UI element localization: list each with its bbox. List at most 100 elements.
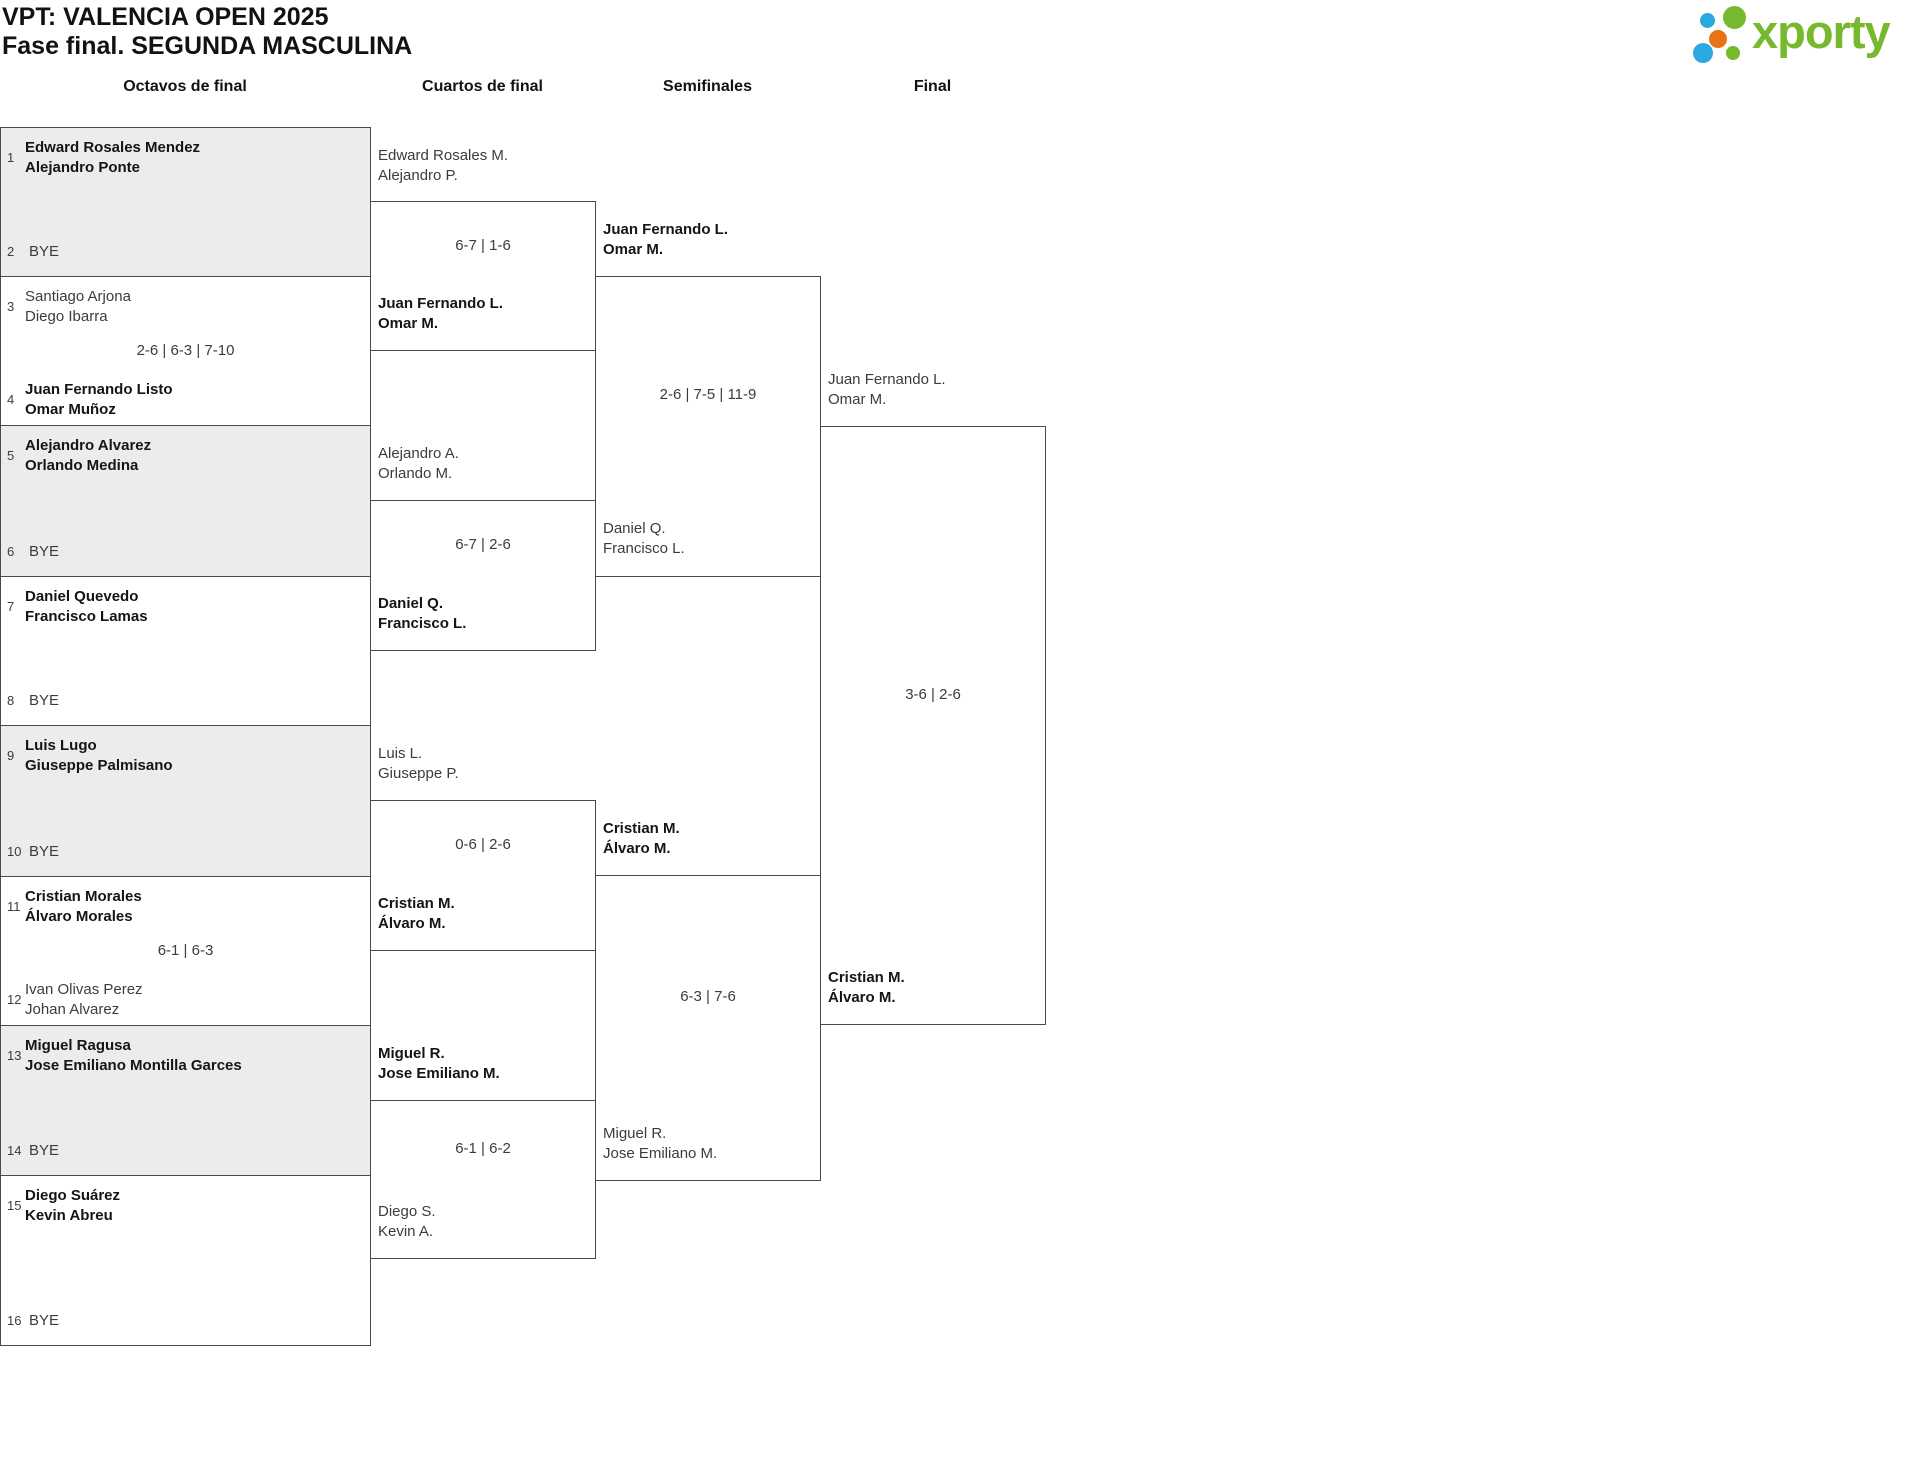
player-name: Juan Fernando L. xyxy=(828,371,946,388)
round-header-semifinales: Semifinales xyxy=(663,78,752,95)
player-name: Juan Fernando Listo xyxy=(25,381,173,398)
match-score: 6-3 | 7-6 xyxy=(680,988,736,1005)
seed-number: 15 xyxy=(7,1198,22,1213)
match-qf-3[interactable] xyxy=(370,800,596,951)
team-slot: Cristian M. Álvaro M. xyxy=(378,894,593,934)
team-slot: Juan Fernando L. Omar M. xyxy=(828,370,1043,410)
player-name: Jose Emiliano M. xyxy=(603,1145,718,1162)
player-name: Diego Suárez xyxy=(25,1187,121,1204)
match-score: 3-6 | 2-6 xyxy=(905,686,961,703)
player-name: Álvaro M. xyxy=(603,840,671,857)
bye-label: BYE xyxy=(29,843,60,860)
logo-dot-orange xyxy=(1709,30,1727,48)
player-name: Omar M. xyxy=(378,315,439,332)
round-header-final: Final xyxy=(913,78,952,95)
player-name: Cristian M. xyxy=(378,895,455,912)
seed-number: 14 xyxy=(7,1143,22,1158)
player-name: Diego Ibarra xyxy=(25,308,108,325)
round-header-cuartos: Cuartos de final xyxy=(422,78,543,95)
player-name: Álvaro M. xyxy=(828,989,896,1006)
team-slot: Diego Suárez Kevin Abreu xyxy=(25,1186,364,1226)
bye-label: BYE xyxy=(29,1312,60,1329)
match-score: 6-7 | 1-6 xyxy=(455,237,511,254)
player-name: Juan Fernando L. xyxy=(603,221,729,238)
team-slot-bye: 6 BYE xyxy=(7,543,59,561)
match-score: 2-6 | 6-3 | 7-10 xyxy=(136,342,235,359)
player-name: Cristian M. xyxy=(603,820,680,837)
match-qf-4[interactable] xyxy=(370,1100,596,1259)
player-name: Johan Alvarez xyxy=(25,1001,120,1018)
player-name: Francisco L. xyxy=(603,540,685,557)
team-slot: Cristian Morales Álvaro Morales xyxy=(25,887,364,927)
match-score: 0-6 | 2-6 xyxy=(455,836,511,853)
logo-dot-blue-large xyxy=(1693,43,1713,63)
team-slot: Daniel Q. Francisco L. xyxy=(603,519,818,559)
player-name: Diego S. xyxy=(378,1203,436,1220)
team-slot: Edward Rosales Mendez Alejandro Ponte xyxy=(25,138,364,178)
match-sf-2[interactable] xyxy=(595,875,821,1181)
team-slot: Miguel R. Jose Emiliano M. xyxy=(603,1124,818,1164)
seed-number: 5 xyxy=(7,448,15,463)
bye-label: BYE xyxy=(29,692,60,709)
player-name: Alejandro P. xyxy=(378,167,458,184)
team-slot: Juan Fernando L.Omar M. xyxy=(378,294,593,334)
match-qf-2[interactable] xyxy=(370,500,596,651)
team-slot: Juan Fernando L. Omar M. xyxy=(603,220,818,260)
player-name: Álvaro M. xyxy=(378,915,446,932)
player-name: Luis Lugo xyxy=(25,737,97,754)
seed-number: 6 xyxy=(7,544,15,559)
player-name: Jose Emiliano M. xyxy=(378,1065,500,1082)
logo-dot-green-large xyxy=(1723,6,1746,29)
player-name: Omar M. xyxy=(828,391,887,408)
match-final[interactable] xyxy=(820,426,1046,1025)
match-r16-1[interactable]: 1 Edward Rosales Mendez Alejandro Ponte … xyxy=(0,127,371,277)
seed-number: 1 xyxy=(7,150,15,165)
player-name: Edward Rosales M. xyxy=(378,147,509,164)
team-slot: 12 Ivan Olivas Perez Johan Alvarez xyxy=(1,980,364,1020)
match-r16-2[interactable]: 3 Santiago Arjona Diego Ibarra 2-6 | 6-3… xyxy=(0,276,371,426)
player-name: Cristian Morales xyxy=(25,888,142,905)
player-name: Daniel Q. xyxy=(603,520,666,537)
team-slot: Santiago Arjona Diego Ibarra xyxy=(25,287,364,327)
match-sf-1[interactable] xyxy=(595,276,821,577)
team-slot: Miguel Ragusa Jose Emiliano Montilla Gar… xyxy=(25,1036,364,1076)
player-name: Alejandro A. xyxy=(378,445,459,462)
player-name: Miguel R. xyxy=(378,1045,445,1062)
player-name: Omar M. xyxy=(603,241,664,258)
team-slot: Cristian M.Álvaro M. xyxy=(828,968,1043,1008)
player-name: Daniel Q. xyxy=(378,595,444,612)
player-name: Kevin A. xyxy=(378,1223,434,1240)
seed-number: 7 xyxy=(7,599,15,614)
seed-number: 10 xyxy=(7,844,22,859)
seed-number: 13 xyxy=(7,1048,22,1063)
team-slot: Luis L.Giuseppe P. xyxy=(378,744,593,784)
player-name: Miguel Ragusa xyxy=(25,1037,131,1054)
player-name: Giuseppe Palmisano xyxy=(25,757,173,774)
player-name: Ivan Olivas Perez xyxy=(25,981,143,998)
match-r16-6[interactable]: 11 Cristian Morales Álvaro Morales 6-1 |… xyxy=(0,876,371,1026)
player-name: Miguel R. xyxy=(603,1125,667,1142)
player-name: Omar Muñoz xyxy=(25,401,116,418)
seed-number: 9 xyxy=(7,748,15,763)
match-r16-7[interactable]: 13 Miguel Ragusa Jose Emiliano Montilla … xyxy=(0,1025,371,1176)
match-r16-5[interactable]: 9 Luis Lugo Giuseppe Palmisano 10 BYE xyxy=(0,725,371,877)
logo-dot-blue-small xyxy=(1700,13,1715,28)
player-name: Francisco L. xyxy=(378,615,467,632)
bye-label: BYE xyxy=(29,543,60,560)
team-slot: Alejandro A.Orlando M. xyxy=(378,444,593,484)
tournament-title: VPT: VALENCIA OPEN 2025 xyxy=(2,3,329,31)
team-slot: Daniel Q. Francisco L. xyxy=(378,594,593,634)
logo-dot-green-small xyxy=(1726,46,1740,60)
player-name: Giuseppe P. xyxy=(378,765,459,782)
seed-number: 12 xyxy=(7,992,22,1007)
player-name: Orlando Medina xyxy=(25,457,139,474)
xporty-logo[interactable]: xporty xyxy=(1690,0,1918,70)
team-slot: 4 Juan Fernando Listo Omar Muñoz xyxy=(1,380,364,420)
seed-number: 3 xyxy=(7,299,15,314)
